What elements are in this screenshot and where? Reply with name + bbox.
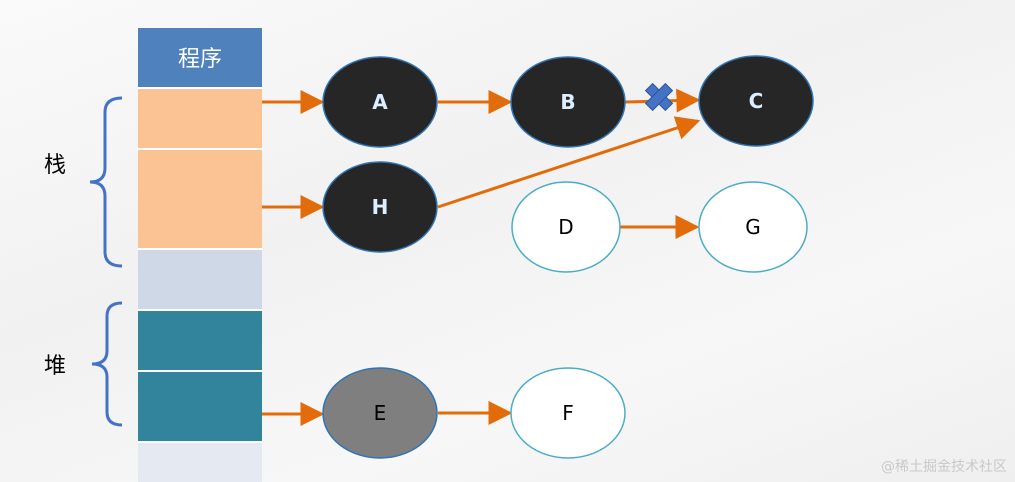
- node-label: D: [558, 215, 573, 239]
- stack-label: 栈: [44, 153, 66, 178]
- node-c: C: [698, 55, 814, 147]
- node-f: F: [510, 367, 626, 459]
- node-label: C: [749, 89, 764, 113]
- heap-cell-1: [138, 310, 262, 371]
- node-label: E: [374, 401, 387, 425]
- node-label: H: [372, 195, 389, 219]
- node-b: B: [510, 56, 626, 148]
- heap-bracket: [91, 301, 123, 427]
- node-label: A: [372, 90, 388, 114]
- memory-column: 程序: [138, 28, 262, 482]
- node-e: E: [322, 367, 438, 459]
- removed-reference-cross-icon: [644, 82, 674, 112]
- node-d: D: [511, 181, 621, 273]
- tail-cell: [138, 442, 262, 482]
- empty-cell: [138, 249, 262, 310]
- node-h: H: [322, 161, 438, 253]
- node-label: F: [562, 401, 574, 425]
- node-label: B: [560, 90, 575, 114]
- heap-label: 堆: [44, 354, 66, 379]
- watermark: @稀土掘金技术社区: [881, 459, 1007, 475]
- stack-cell-2: [138, 149, 262, 249]
- stack-cell-1: [138, 88, 262, 149]
- memory-header-block: [138, 28, 262, 88]
- node-a: A: [322, 56, 438, 148]
- node-label: G: [745, 215, 761, 239]
- stack-bracket: [89, 96, 123, 268]
- edges: [262, 88, 701, 426]
- node-g: G: [698, 181, 808, 273]
- memory-header-text: 程序: [178, 47, 222, 72]
- heap-cell-2: [138, 371, 262, 442]
- edge-h-to-c: [437, 116, 701, 209]
